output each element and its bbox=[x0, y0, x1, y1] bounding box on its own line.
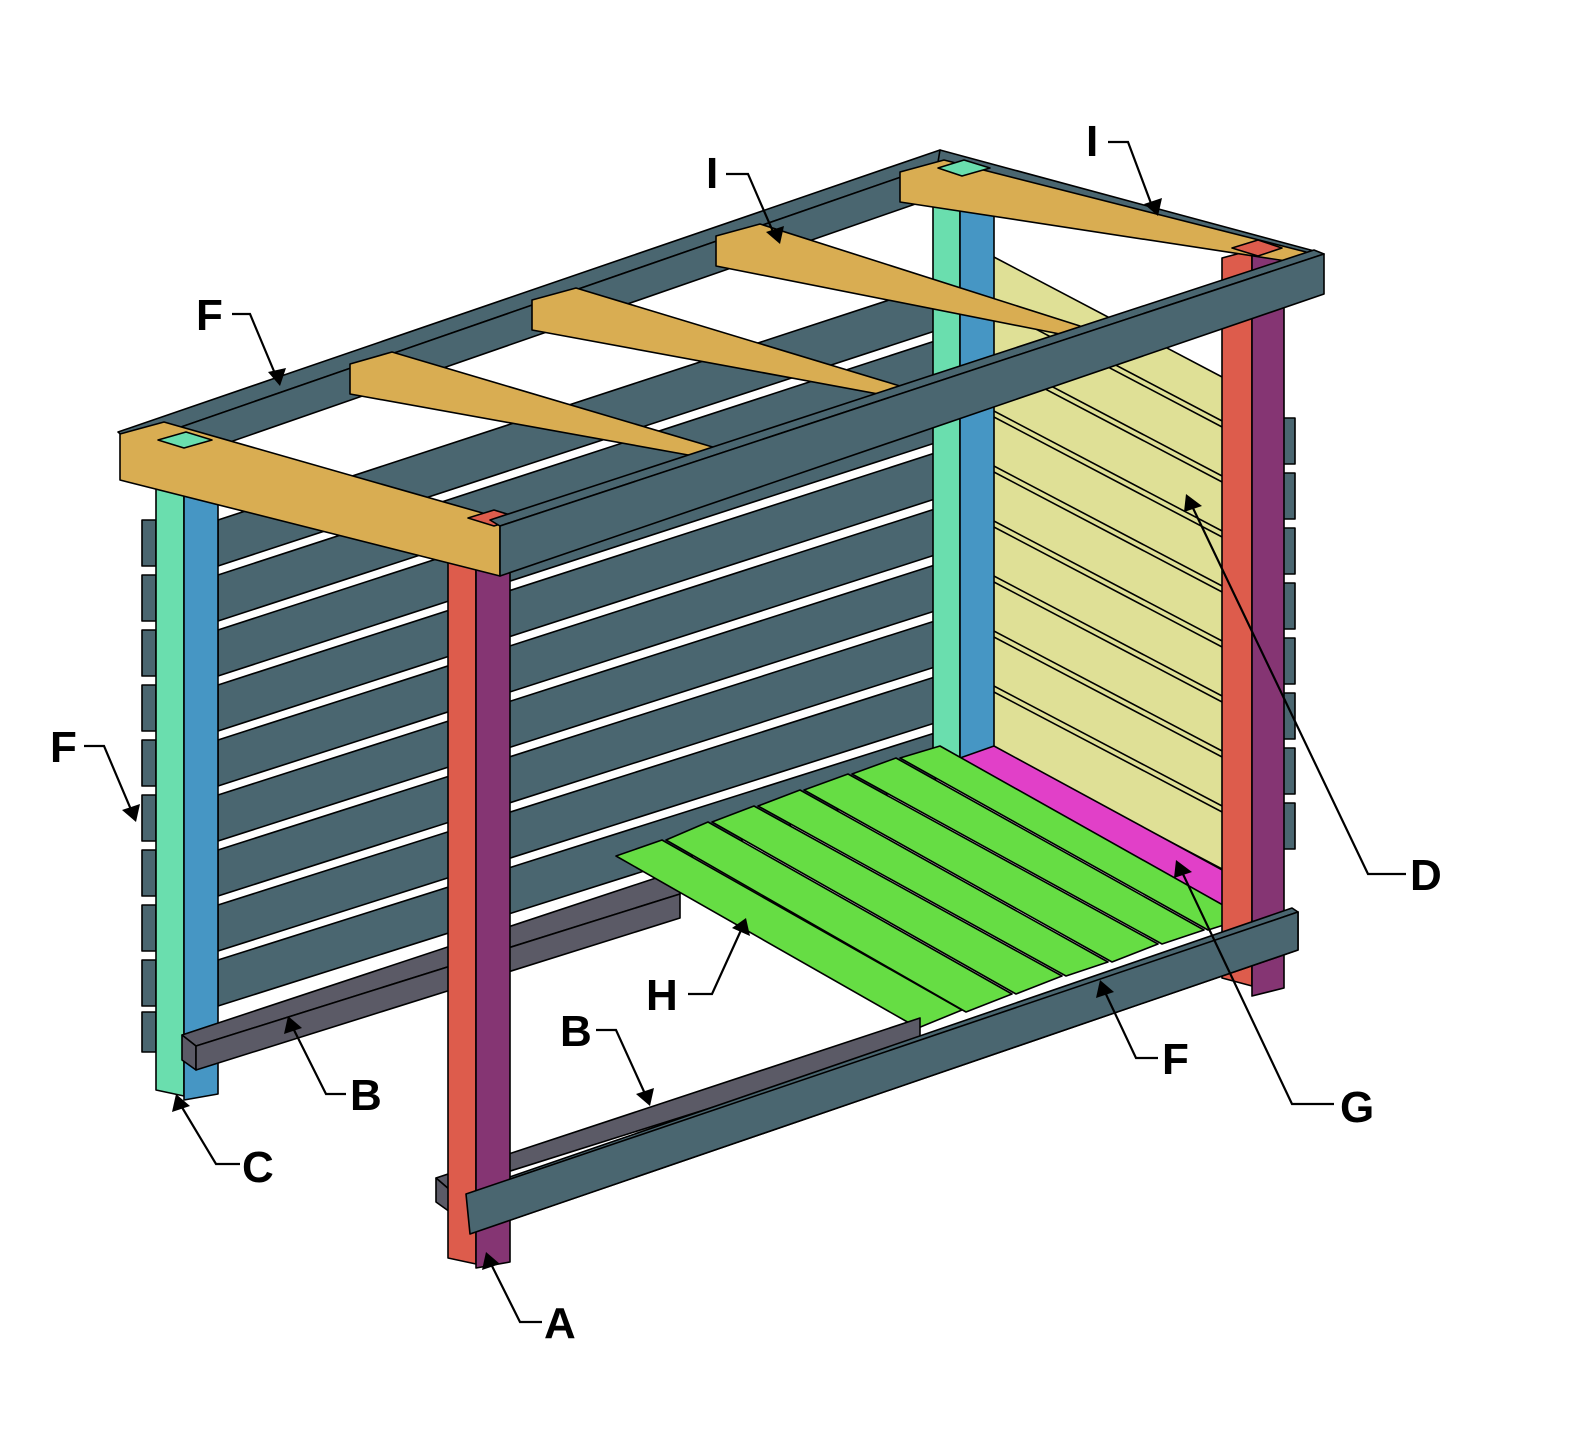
floor-board bbox=[851, 757, 1205, 945]
floor-board bbox=[711, 805, 1063, 995]
front-left-post bbox=[447, 555, 511, 1269]
label-d: D bbox=[1184, 494, 1442, 900]
label-i-mid: I bbox=[706, 149, 784, 244]
label-f-front: F bbox=[1096, 980, 1189, 1084]
label-c-text: C bbox=[242, 1143, 274, 1192]
label-b-left-text: B bbox=[350, 1071, 382, 1120]
right-plank-ends bbox=[1282, 417, 1296, 850]
label-b-front: B bbox=[560, 1007, 654, 1106]
front-right-post bbox=[1221, 249, 1285, 997]
label-g: G bbox=[1174, 860, 1374, 1132]
label-i-mid-text: I bbox=[706, 149, 718, 198]
label-b-left: B bbox=[284, 1016, 382, 1120]
label-f-side: F bbox=[50, 723, 140, 822]
floor-board bbox=[665, 821, 1013, 1013]
label-f-side-text: F bbox=[50, 723, 77, 772]
labels: F I I F B C bbox=[50, 117, 1442, 1348]
floor-board bbox=[757, 789, 1109, 977]
front-floor-beam-face bbox=[465, 911, 1299, 1235]
label-h-text: H bbox=[646, 971, 678, 1020]
label-a: A bbox=[482, 1252, 576, 1348]
floor bbox=[615, 745, 1247, 1029]
back-left-post bbox=[155, 433, 219, 1101]
bottom-rail-back bbox=[181, 869, 681, 1071]
back-right-post bbox=[932, 167, 995, 767]
label-i-right-text: I bbox=[1086, 117, 1098, 166]
label-f-top-text: F bbox=[196, 291, 223, 340]
roof-frame bbox=[117, 149, 1325, 577]
label-h: H bbox=[646, 918, 750, 1020]
label-b-front-text: B bbox=[560, 1007, 592, 1056]
label-f-top: F bbox=[196, 291, 286, 386]
label-d-text: D bbox=[1410, 851, 1442, 900]
floor-board bbox=[803, 773, 1159, 963]
label-i-right: I bbox=[1086, 117, 1162, 216]
left-plank-ends bbox=[141, 519, 157, 1053]
label-c: C bbox=[172, 1094, 274, 1192]
label-a-text: A bbox=[544, 1299, 576, 1348]
label-g-text: G bbox=[1340, 1083, 1374, 1132]
label-f-front-text: F bbox=[1162, 1035, 1189, 1084]
